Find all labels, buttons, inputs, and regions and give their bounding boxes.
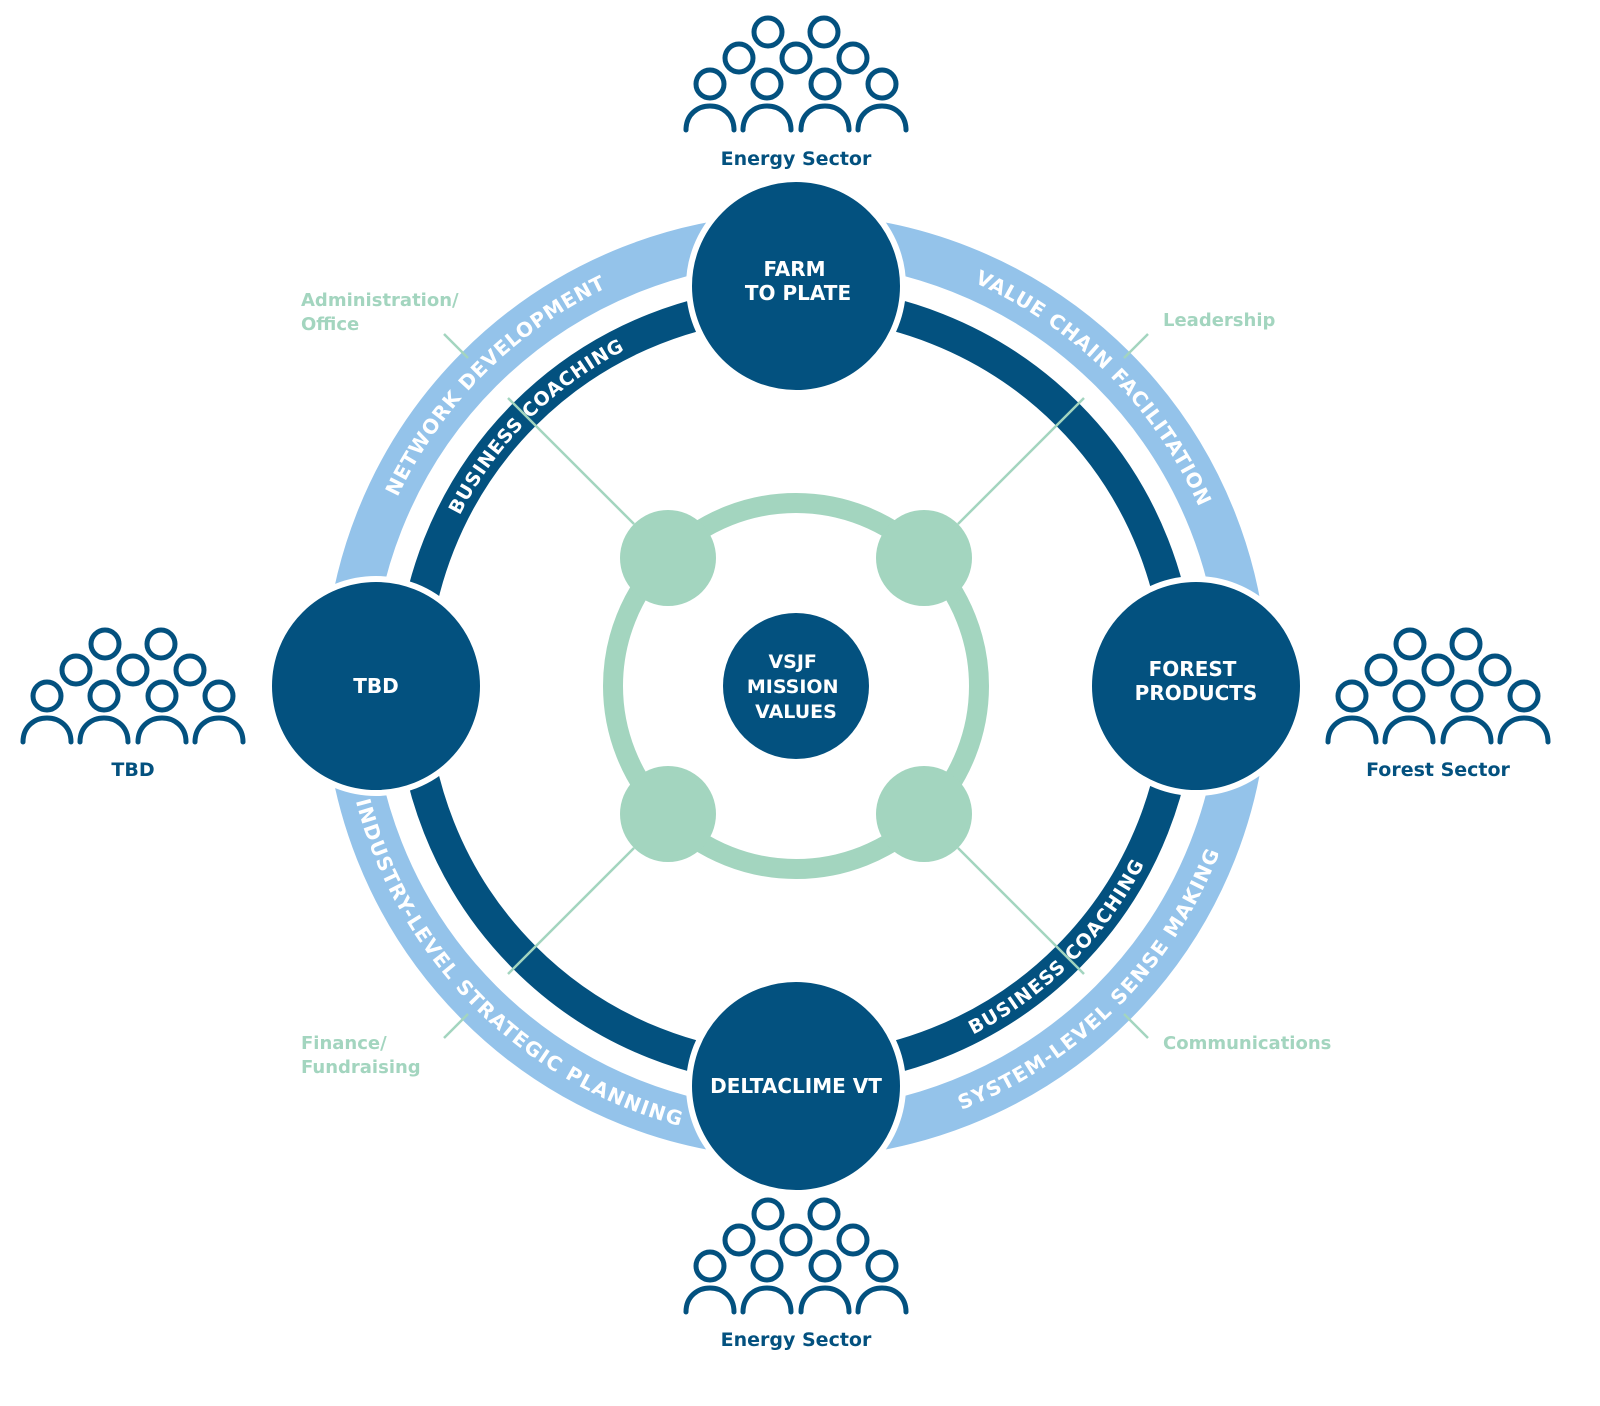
values-node-br: [876, 766, 972, 862]
hub-left-label: TBD: [353, 674, 399, 698]
hub-bottom-circle: [686, 976, 906, 1196]
role-administration-office: Administration/ Office: [301, 290, 465, 335]
center-circle: [723, 613, 869, 759]
role-finance-fundraising: Finance/ Fundraising: [301, 1033, 421, 1078]
hub-left-circle: [266, 576, 486, 796]
sector-label-top: Energy Sector: [721, 148, 872, 170]
hub-right-label: FOREST PRODUCTS: [1135, 657, 1258, 705]
people-group-icon-top: [686, 18, 906, 130]
values-ring: [603, 493, 989, 879]
people-group-icon-bottom: [686, 1200, 906, 1312]
center-label: VSJF MISSION VALUES: [747, 651, 845, 723]
hub-top-circle: [686, 176, 906, 396]
values-node-bl: [620, 766, 716, 862]
role-leadership: Leadership: [1163, 310, 1275, 331]
values-nodes: [620, 510, 972, 862]
values-node-tr: [876, 510, 972, 606]
values-node-tl: [620, 510, 716, 606]
role-communications: Communications: [1163, 1033, 1331, 1054]
sector-label-left: TBD: [111, 759, 154, 781]
hub-bottom-label: DELTACLIME VT: [710, 1074, 882, 1098]
people-group-icon-right: [1328, 630, 1548, 742]
hub-right-circle: [1086, 576, 1306, 796]
hub-top-label: FARM TO PLATE: [745, 257, 851, 305]
sector-label-bottom: Energy Sector: [721, 1329, 872, 1351]
connector-lines: [443, 333, 1149, 1039]
sector-label-right: Forest Sector: [1366, 759, 1510, 781]
people-group-icon-left: [23, 630, 243, 742]
